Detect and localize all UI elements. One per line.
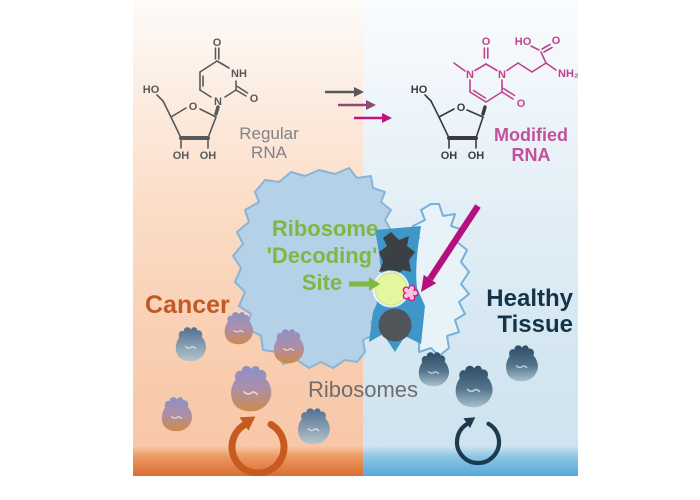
atom-label: HO xyxy=(515,36,532,48)
scene: O NH O N HO O OH OH Regular RNA xyxy=(133,0,578,476)
healthy-tissue-label-line1: Healthy xyxy=(486,285,573,312)
cancer-ribosome-blob xyxy=(161,396,193,432)
modified-rna-structure: O N N O HO O NH₂ HO O OH OH Modified RNA xyxy=(411,35,578,165)
decoding-site-arrow-icon xyxy=(349,277,380,291)
atom-label: OH xyxy=(468,150,485,162)
atom-label: NH xyxy=(231,68,247,80)
modified-rna-label: Modified xyxy=(494,125,568,145)
atom-label: N xyxy=(466,69,474,81)
atom-label: OH xyxy=(173,150,190,162)
ribosomes-label: Ribosomes xyxy=(308,377,418,402)
cancer-ribosome-blob xyxy=(273,328,305,364)
healthy-turnover-arrow-icon xyxy=(454,417,502,466)
atom-label: O xyxy=(250,93,259,105)
decoding-site-label-line2: 'Decoding' xyxy=(267,243,378,268)
healthy-ribosome-blob xyxy=(505,344,539,382)
regular-rna-label: Regular xyxy=(239,124,299,143)
reaction-arrow-magenta-icon xyxy=(354,113,392,123)
healthy-tissue-label: Healthy Tissue xyxy=(486,285,573,338)
large-subunit-shape xyxy=(232,167,392,369)
atom-label: O xyxy=(189,101,198,113)
modified-rna-arrow-icon xyxy=(421,204,481,292)
reaction-arrows xyxy=(325,87,392,123)
atom-label: O xyxy=(517,98,526,110)
atom-label: N xyxy=(498,69,506,81)
atom-label: N xyxy=(214,96,222,108)
cancer-ribosome-blob xyxy=(230,365,273,413)
regular-rna-label: RNA xyxy=(251,143,288,162)
figure-graphics: O NH O N HO O OH OH Regular RNA xyxy=(143,35,578,476)
modified-rna-label: RNA xyxy=(512,145,551,165)
atom-label: HO xyxy=(411,84,428,96)
healthy-ribosome-blob xyxy=(454,364,494,409)
decoding-site-label-line3: Site xyxy=(302,270,342,295)
atom-label: HO xyxy=(143,84,160,96)
atom-label: O xyxy=(482,36,491,48)
decoding-site-label-line1: Ribosome xyxy=(272,216,378,241)
atom-label: O xyxy=(457,102,466,114)
atom-label: NH₂ xyxy=(558,68,578,80)
atom-label: O xyxy=(552,35,561,47)
modified-nucleotide-icon xyxy=(402,284,419,302)
cancer-turnover-arrow-icon xyxy=(228,416,288,476)
atom-label: OH xyxy=(441,150,458,162)
cancer-ribosome-blob xyxy=(175,326,207,362)
cancer-label: Cancer xyxy=(145,291,230,319)
reaction-arrow-gray-icon xyxy=(325,87,364,97)
p-site-circle xyxy=(378,308,412,342)
decoding-site-circle xyxy=(374,272,408,306)
reaction-arrow-mid-icon xyxy=(338,100,376,110)
uridine-structure: O NH O N HO O OH OH Regular RNA xyxy=(143,37,299,162)
healthy-tissue-label-line2: Tissue xyxy=(497,311,573,338)
atom-label: O xyxy=(213,37,222,49)
healthy-ribosome-blob xyxy=(418,351,450,387)
cancer-ribosome-blob xyxy=(297,407,331,445)
trna-icon xyxy=(379,232,415,276)
healthy-ribosomes xyxy=(418,344,539,409)
decoding-site-label: Ribosome 'Decoding' Site xyxy=(267,216,379,295)
atom-label: OH xyxy=(200,150,217,162)
